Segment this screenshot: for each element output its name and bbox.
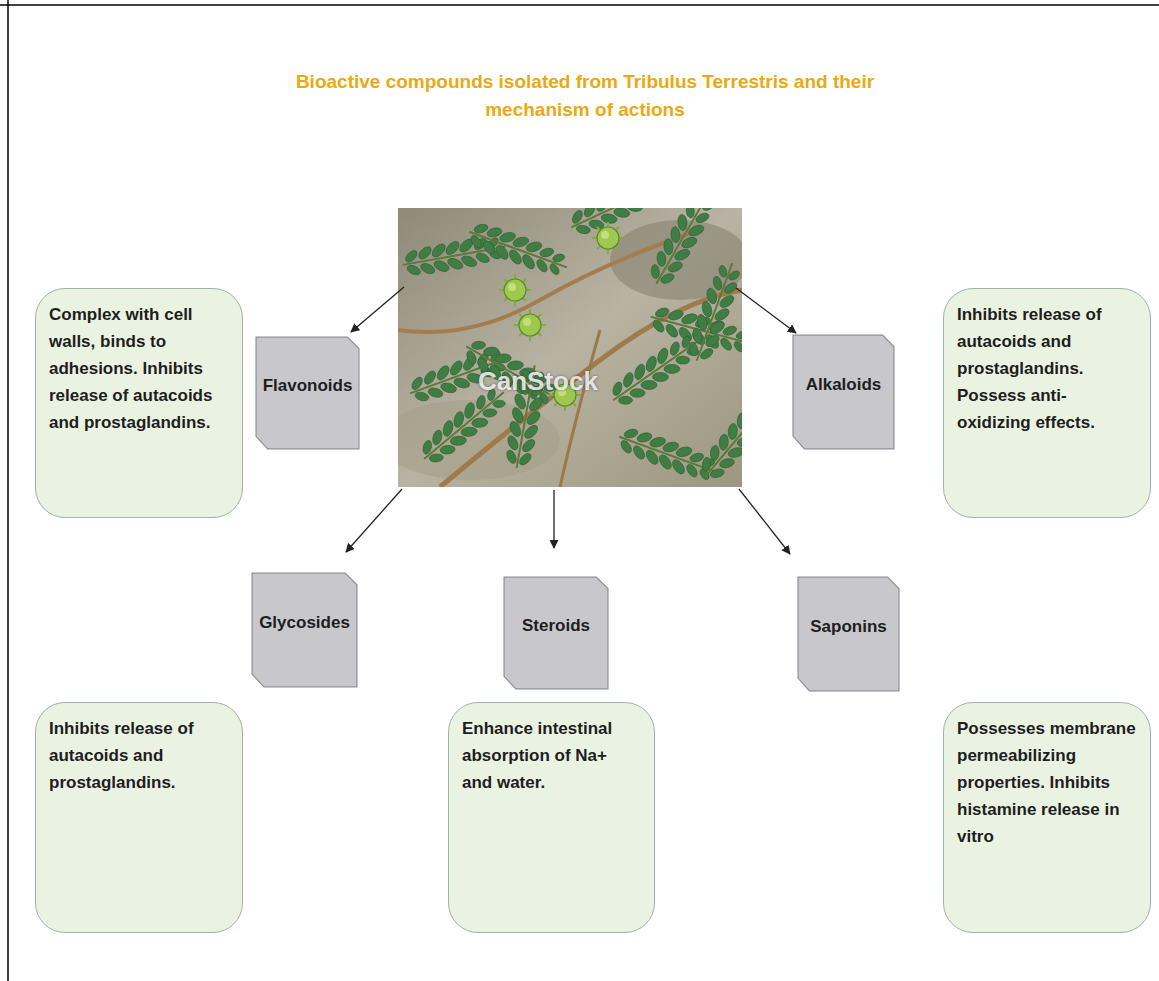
- frame-line: [7, 0, 9, 981]
- compound-tag: Glycosides: [251, 572, 358, 688]
- compound-name: Steroids: [522, 616, 590, 636]
- compound-tag: Alkaloids: [792, 334, 895, 450]
- tag-outline: [504, 577, 608, 689]
- action-text: Possesses membrane permeabilizing proper…: [957, 715, 1137, 850]
- tag-outline: [252, 573, 357, 687]
- frame-line: [0, 4, 1159, 6]
- action-box: Inhibits release of autacoids and prosta…: [943, 288, 1151, 518]
- action-text: Enhance intestinal absorption of Na+ and…: [462, 715, 641, 796]
- action-box: Possesses membrane permeabilizing proper…: [943, 702, 1151, 933]
- compound-name: Saponins: [810, 617, 887, 637]
- watermark: CanStock: [478, 366, 598, 397]
- pointer-arrows: [346, 287, 796, 554]
- compound-tag: Saponins: [797, 576, 900, 692]
- tag-outline: [798, 577, 899, 691]
- compound-name: Glycosides: [259, 613, 350, 633]
- compound-tag: Flavonoids: [255, 336, 360, 450]
- action-box: Inhibits release of autacoids and prosta…: [35, 702, 243, 933]
- diagram-title: Bioactive compounds isolated from Tribul…: [295, 68, 875, 124]
- plant-photo: [398, 208, 742, 487]
- tag-outline: [256, 337, 359, 449]
- action-box: Complex with cell walls, binds to adhesi…: [35, 288, 243, 518]
- action-text: Inhibits release of autacoids and prosta…: [49, 715, 229, 796]
- tag-outline: [793, 335, 894, 449]
- action-text: Inhibits release of autacoids and prosta…: [957, 301, 1137, 436]
- action-box: Enhance intestinal absorption of Na+ and…: [448, 702, 655, 933]
- action-text: Complex with cell walls, binds to adhesi…: [49, 301, 229, 436]
- compound-name: Alkaloids: [806, 375, 882, 395]
- compound-name: Flavonoids: [263, 376, 353, 396]
- compound-tag: Steroids: [503, 576, 609, 690]
